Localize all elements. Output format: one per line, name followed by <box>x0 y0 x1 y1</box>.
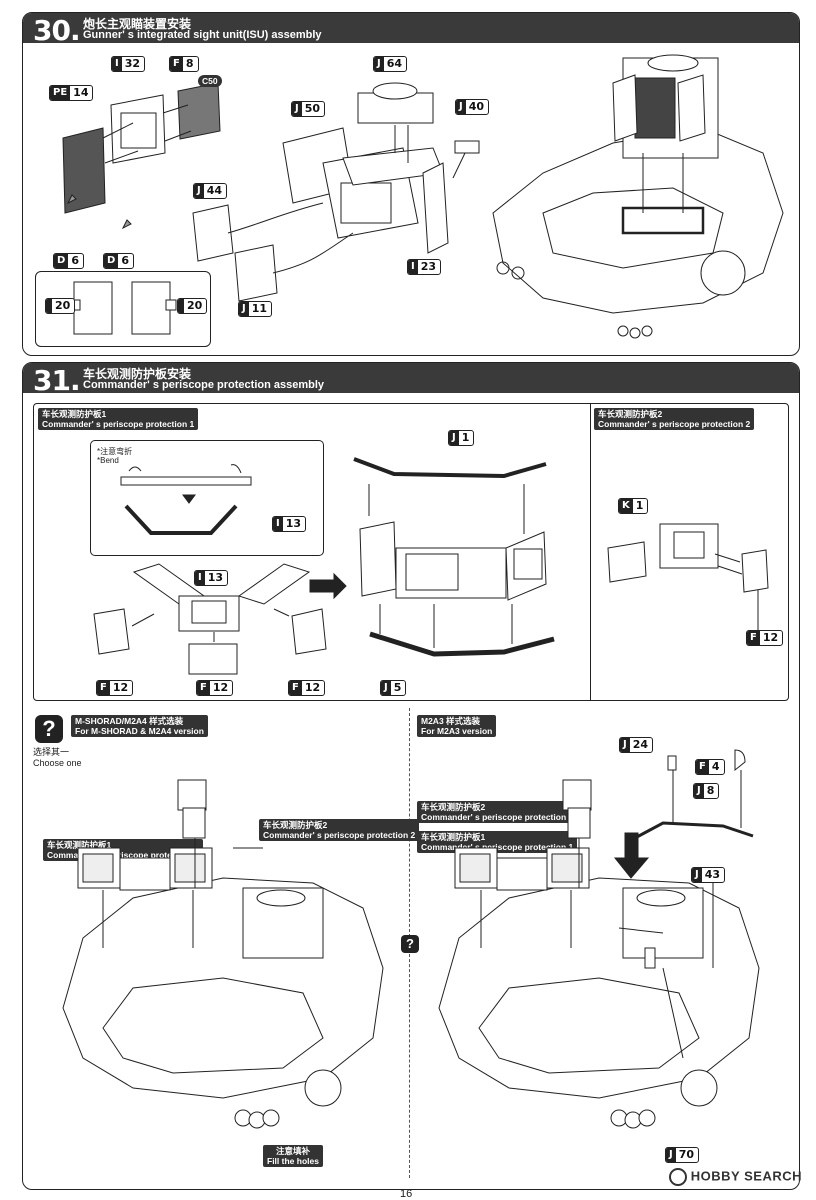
sub1-drawing <box>93 457 555 675</box>
step-31-title-cn: 车长观测防护板安装 <box>83 367 192 381</box>
step-30-title-en: Gunner' s integrated sight unit(ISU) ass… <box>83 29 322 41</box>
step-31-header: 31. 车长观测防护板安装 Commander' s periscope pro… <box>23 363 799 397</box>
question-icon-small: ? <box>401 935 419 953</box>
bend-note: *注意弯折*Bend <box>97 447 133 465</box>
question-icon: ? <box>35 715 63 743</box>
step-30-number: 30. <box>33 14 81 47</box>
step-30-drawing <box>62 54 784 339</box>
bend-inset: *注意弯折*Bend <box>90 440 324 556</box>
part-label-20-left: 20 <box>45 298 76 314</box>
step-30-panel: 30. 炮长主观瞄装置安装 Gunner' s integrated sight… <box>22 12 800 356</box>
hobby-search-watermark: HOBBY SEARCH <box>668 1168 802 1186</box>
step-31-panel: 31. 车长观测防护板安装 Commander' s periscope pro… <box>22 362 800 1190</box>
step-30-header: 30. 炮长主观瞄装置安装 Gunner' s integrated sight… <box>23 13 799 47</box>
step-31-number: 31. <box>33 364 81 397</box>
step-30-title-cn: 炮长主观瞄装置安装 <box>83 17 192 31</box>
inset-drawing <box>69 281 177 335</box>
step-31-title-en: Commander' s periscope protection assemb… <box>83 379 325 391</box>
c50-note: C50 <box>198 75 222 87</box>
bend-drawing <box>120 464 252 535</box>
sub2-drawing <box>607 523 769 630</box>
upper-divider <box>590 404 591 700</box>
part-label-20-right: 20 <box>177 298 208 314</box>
page-number: 16 <box>400 1188 413 1200</box>
choose-drawing <box>62 749 760 1129</box>
